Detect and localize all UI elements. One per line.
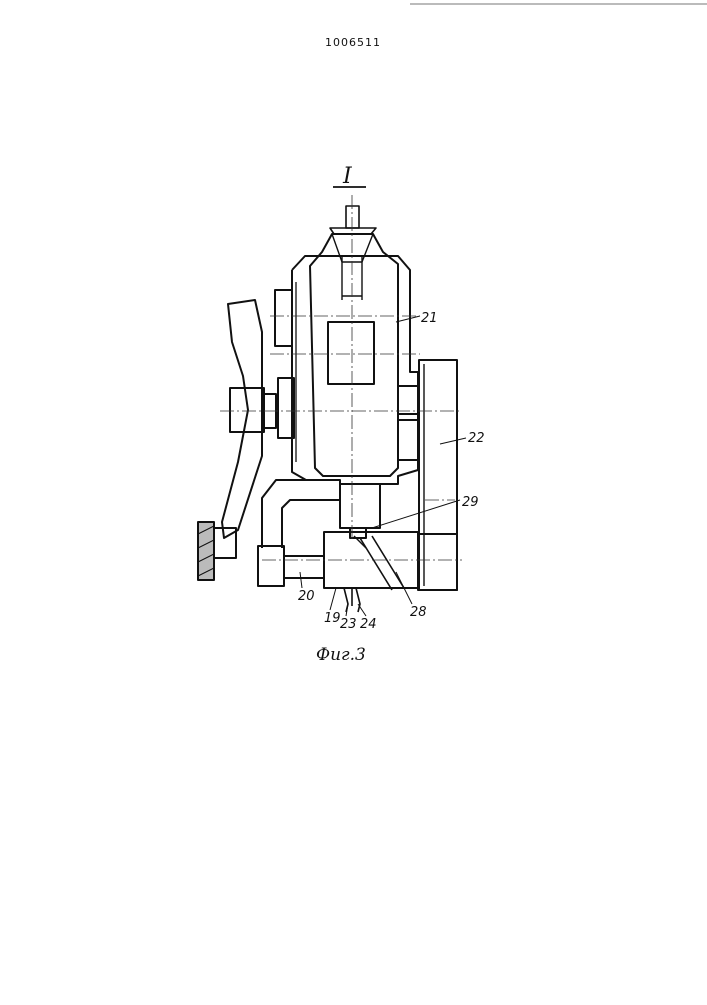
ref-20: 20 bbox=[298, 589, 315, 604]
ref-19: 19 bbox=[324, 611, 341, 626]
ref-29: 29 bbox=[462, 495, 479, 510]
ref-28: 28 bbox=[410, 605, 427, 620]
ref-21: 21 bbox=[421, 311, 438, 326]
figure-caption: Фиг.3 bbox=[316, 645, 366, 665]
handle-grip bbox=[198, 522, 214, 580]
view-label: I bbox=[342, 164, 353, 189]
ref-23: 23 bbox=[340, 617, 357, 632]
ref-24: 24 bbox=[360, 617, 377, 632]
ref-22: 22 bbox=[468, 431, 485, 446]
patent-number: 1006511 bbox=[325, 36, 381, 49]
